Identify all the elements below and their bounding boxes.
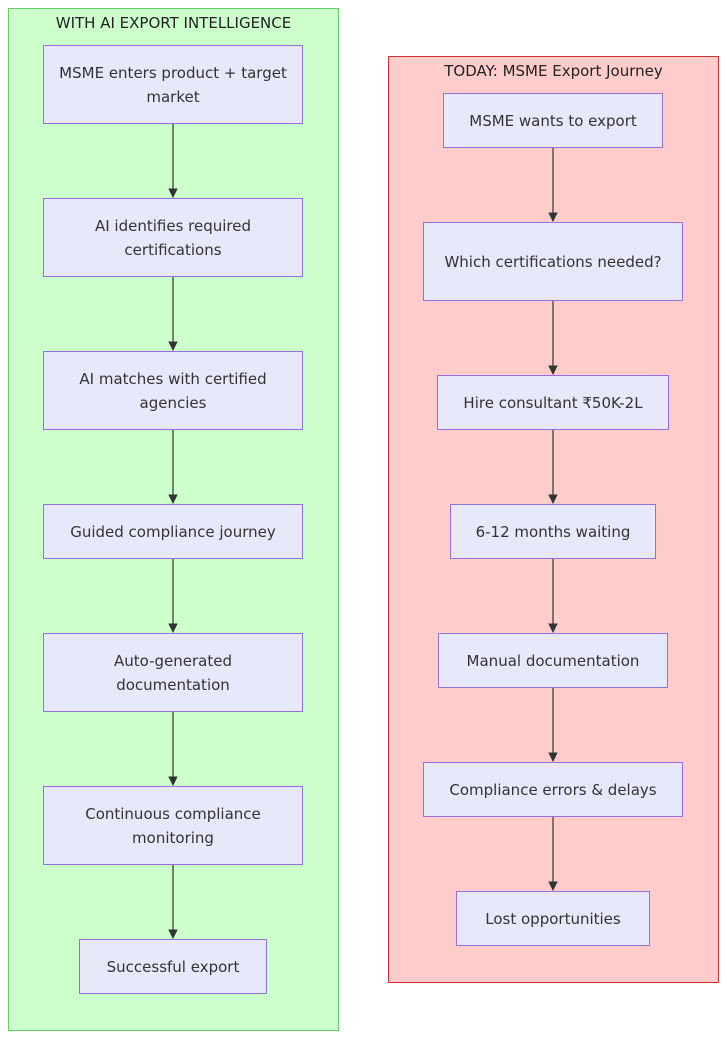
cluster-title-today: TODAY: MSME Export Journey (444, 62, 663, 80)
node-today-4: 6-12 months waiting (450, 504, 656, 559)
node-ai-1: MSME enters product + target market (43, 45, 303, 124)
node-ai-6: Continuous compliance monitoring (43, 786, 303, 865)
node-today-2: Which certifications needed? (423, 222, 683, 301)
node-ai-7: Successful export (79, 939, 267, 994)
node-today-6: Compliance errors & delays (423, 762, 683, 817)
node-ai-4: Guided compliance journey (43, 504, 303, 559)
node-today-7: Lost opportunities (456, 891, 650, 946)
node-today-1: MSME wants to export (443, 93, 663, 148)
cluster-title-ai: WITH AI EXPORT INTELLIGENCE (55, 14, 292, 32)
node-ai-3: AI matches with certified agencies (43, 351, 303, 430)
node-today-5: Manual documentation (438, 633, 668, 688)
node-today-3: Hire consultant ₹50K-2L (437, 375, 669, 430)
node-ai-5: Auto-generated documentation (43, 633, 303, 712)
node-ai-2: AI identifies required certifications (43, 198, 303, 277)
